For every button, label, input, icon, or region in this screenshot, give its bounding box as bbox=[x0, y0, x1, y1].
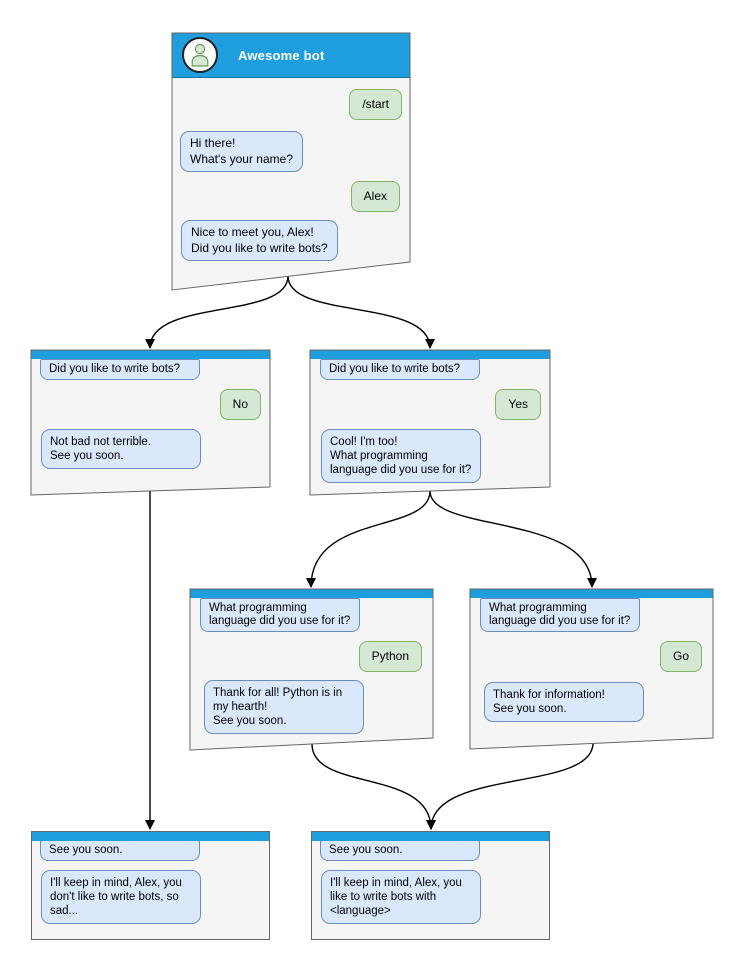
node-end-no-titlebar bbox=[32, 832, 269, 841]
branch-yes-answer-bubble[interactable]: Yes bbox=[495, 389, 541, 420]
branch-yes-reply-bubble[interactable]: Cool! I'm too! What programming language… bbox=[321, 429, 481, 483]
node-branch-no[interactable]: Did you like to write bots? No Not bad n… bbox=[30, 349, 271, 496]
start-bot-greeting-bubble[interactable]: Hi there! What's your name? bbox=[180, 131, 304, 172]
start-user-command-bubble[interactable]: /start bbox=[349, 89, 402, 120]
start-user-name-bubble[interactable]: Alex bbox=[350, 181, 400, 212]
bot-title: Awesome bot bbox=[238, 47, 325, 63]
branch-no-question-bubble[interactable]: Did you like to write bots? bbox=[40, 359, 200, 380]
edge-yes-to-python[interactable] bbox=[306, 490, 431, 588]
branch-go-question-bubble[interactable]: What programming language did you use fo… bbox=[480, 598, 640, 632]
branch-python-reply-bubble[interactable]: Thank for all! Python is in my hearth! S… bbox=[204, 680, 364, 734]
branch-no-answer-bubble[interactable]: No bbox=[219, 389, 261, 420]
node-branch-python-titlebar bbox=[190, 589, 433, 598]
node-branch-yes-titlebar bbox=[310, 350, 550, 359]
edge-go-to-end[interactable] bbox=[426, 742, 594, 830]
node-start-header: Awesome bot bbox=[172, 33, 410, 78]
node-end-no[interactable]: See you soon. I'll keep in mind, Alex, y… bbox=[31, 831, 270, 940]
node-end-yes-titlebar bbox=[312, 832, 549, 841]
node-end-yes[interactable]: See you soon. I'll keep in mind, Alex, y… bbox=[311, 831, 550, 940]
node-branch-no-titlebar bbox=[31, 350, 270, 359]
branch-go-answer-bubble[interactable]: Go bbox=[659, 641, 702, 672]
node-branch-go-titlebar bbox=[470, 589, 713, 598]
end-yes-reply-bubble[interactable]: I'll keep in mind, Alex, you like to wri… bbox=[321, 870, 481, 924]
node-branch-go[interactable]: What programming language did you use fo… bbox=[469, 588, 714, 750]
person-icon bbox=[191, 43, 209, 67]
edge-python-to-end[interactable] bbox=[311, 743, 436, 830]
branch-yes-question-bubble[interactable]: Did you like to write bots? bbox=[320, 359, 480, 380]
start-bot-question-bubble[interactable]: Nice to meet you, Alex! Did you like to … bbox=[181, 220, 338, 261]
node-branch-yes[interactable]: Did you like to write bots? Yes Cool! I'… bbox=[309, 349, 551, 496]
end-no-question-bubble[interactable]: See you soon. bbox=[40, 840, 200, 861]
node-start[interactable]: Awesome bot /start Hi there! What's your… bbox=[171, 32, 411, 291]
edge-yes-to-go[interactable] bbox=[429, 490, 597, 588]
node-branch-python[interactable]: What programming language did you use fo… bbox=[189, 588, 434, 751]
branch-go-reply-bubble[interactable]: Thank for information! See you soon. bbox=[484, 682, 644, 722]
end-no-reply-bubble[interactable]: I'll keep in mind, Alex, you don't like … bbox=[41, 870, 201, 924]
branch-no-reply-bubble[interactable]: Not bad not terrible. See you soon. bbox=[41, 429, 201, 469]
branch-python-question-bubble[interactable]: What programming language did you use fo… bbox=[200, 598, 360, 632]
branch-python-answer-bubble[interactable]: Python bbox=[358, 641, 422, 672]
bot-avatar bbox=[182, 37, 218, 73]
end-yes-question-bubble[interactable]: See you soon. bbox=[320, 840, 480, 861]
